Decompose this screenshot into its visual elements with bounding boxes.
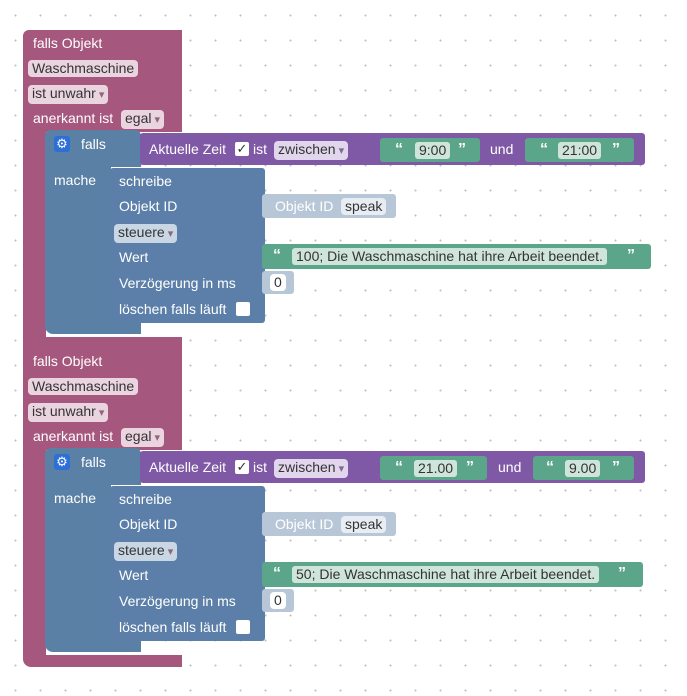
gear-icon[interactable]: ⚙: [54, 136, 70, 152]
wert-text-field[interactable]: 100; Die Waschmaschine hat ihre Arbeit b…: [292, 248, 607, 265]
schreibe-label: schreibe: [119, 173, 172, 189]
quote-close-icon: ”: [618, 565, 626, 582]
quote-close-icon: ”: [458, 141, 466, 158]
wert-label: Wert: [119, 567, 149, 583]
mode-dropdown[interactable]: steuere: [114, 224, 178, 243]
object-name-field[interactable]: Waschmaschine: [28, 378, 139, 395]
quote-open-icon: “: [273, 565, 281, 582]
delay-label: Verzögerung in ms: [119, 275, 236, 291]
quote-close-icon: ”: [627, 247, 635, 264]
delay-value[interactable]: 0: [270, 592, 286, 609]
anerkannt-ist-label: anerkannt ist: [33, 110, 114, 126]
quote-close-icon: ”: [612, 141, 620, 158]
mache-label: mache: [54, 490, 97, 506]
ack-dropdown[interactable]: egal: [121, 110, 165, 129]
trigger-block-body: [23, 130, 46, 340]
clear-checkbox[interactable]: [236, 302, 250, 316]
condition-dropdown[interactable]: ist unwahr: [28, 403, 109, 422]
anerkannt-ist-label: anerkannt ist: [33, 428, 114, 444]
write-block-bg[interactable]: [110, 486, 265, 641]
gear-icon[interactable]: ⚙: [54, 454, 70, 470]
delay-label: Verzögerung in ms: [119, 593, 236, 609]
und-label: und: [498, 459, 522, 475]
checkbox-checked[interactable]: ✓: [235, 141, 249, 156]
wert-label: Wert: [119, 249, 149, 265]
quote-open-icon: “: [395, 141, 403, 158]
clear-checkbox[interactable]: [236, 620, 250, 634]
quote-close-icon: ”: [612, 459, 620, 476]
delay-value[interactable]: 0: [270, 274, 286, 291]
object-id-value[interactable]: speak: [341, 516, 387, 533]
trigger-block-footer: [23, 655, 182, 667]
mode-dropdown[interactable]: steuere: [114, 542, 178, 561]
clear-label: löschen falls läuft: [119, 301, 227, 317]
write-block-bg[interactable]: [110, 168, 265, 323]
trigger-block-body: [23, 448, 46, 658]
quote-close-icon: ”: [466, 459, 474, 476]
ist-label: ist: [253, 459, 267, 475]
aktuelle-zeit-label: Aktuelle Zeit: [149, 141, 227, 157]
quote-open-icon: “: [540, 141, 548, 158]
if-block-body: [45, 165, 111, 325]
checkbox-checked[interactable]: ✓: [235, 459, 249, 474]
schreibe-label: schreibe: [119, 491, 172, 507]
clear-label: löschen falls läuft: [119, 619, 227, 635]
objekt-id-label: Objekt ID: [119, 198, 178, 214]
condition-dropdown[interactable]: ist unwahr: [28, 85, 109, 104]
falls-objekt-label: falls Objekt: [33, 353, 103, 369]
ack-dropdown[interactable]: egal: [121, 428, 165, 447]
if-block-footer: [45, 322, 141, 334]
if-block-body: [45, 483, 111, 643]
quote-open-icon: “: [546, 459, 554, 476]
time-to-field[interactable]: 21:00: [558, 142, 602, 159]
falls-label: falls: [81, 454, 106, 470]
object-name-field[interactable]: Waschmaschine: [28, 60, 139, 77]
time-to-field[interactable]: 9.00: [565, 460, 601, 477]
falls-label: falls: [81, 136, 106, 152]
objekt-id-label: Objekt ID: [119, 516, 178, 532]
wert-text-field[interactable]: 50; Die Waschmaschine hat ihre Arbeit be…: [292, 566, 600, 583]
trigger-block-footer: [23, 337, 182, 349]
falls-objekt-label: falls Objekt: [33, 35, 103, 51]
operator-dropdown[interactable]: zwischen: [274, 141, 349, 160]
object-id-placeholder: Objekt ID: [275, 516, 334, 532]
if-block-footer: [45, 640, 141, 652]
object-id-placeholder: Objekt ID: [275, 198, 334, 214]
time-from-field[interactable]: 9:00: [415, 142, 451, 159]
aktuelle-zeit-label: Aktuelle Zeit: [149, 459, 227, 475]
und-label: und: [490, 141, 514, 157]
quote-open-icon: “: [273, 247, 281, 264]
object-id-value[interactable]: speak: [341, 198, 387, 215]
time-from-field[interactable]: 21.00: [414, 460, 458, 477]
operator-dropdown[interactable]: zwischen: [274, 459, 349, 478]
mache-label: mache: [54, 172, 97, 188]
quote-open-icon: “: [395, 459, 403, 476]
ist-label: ist: [253, 141, 267, 157]
